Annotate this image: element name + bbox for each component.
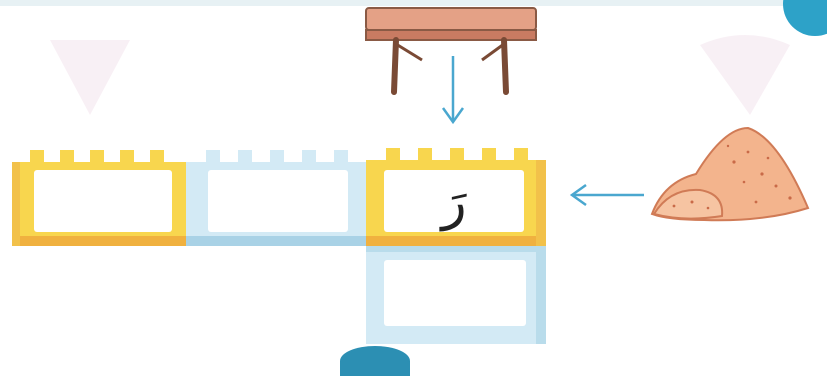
brick-cell-below-right[interactable]	[366, 246, 546, 344]
brick-slot-below-right[interactable]	[384, 260, 526, 326]
sand-pile-icon	[644, 122, 816, 226]
brick-slot-middle[interactable]	[208, 170, 348, 232]
brick-slot-left[interactable]	[34, 170, 172, 232]
brick-cell-right[interactable]: رَ	[366, 144, 546, 246]
arrow-left-icon	[566, 182, 646, 208]
watermark-shape-right	[690, 30, 800, 120]
brick-slot-right[interactable]: رَ	[384, 170, 524, 232]
brick-cell-left[interactable]	[12, 148, 186, 246]
watermark-shape-left	[40, 30, 140, 120]
brick-letter-right: رَ	[384, 176, 524, 228]
bottom-tab	[340, 346, 410, 376]
letter-bricks-activity: رَ	[0, 0, 827, 355]
brick-cell-middle[interactable]	[186, 148, 366, 246]
arrow-down-icon	[440, 54, 466, 126]
